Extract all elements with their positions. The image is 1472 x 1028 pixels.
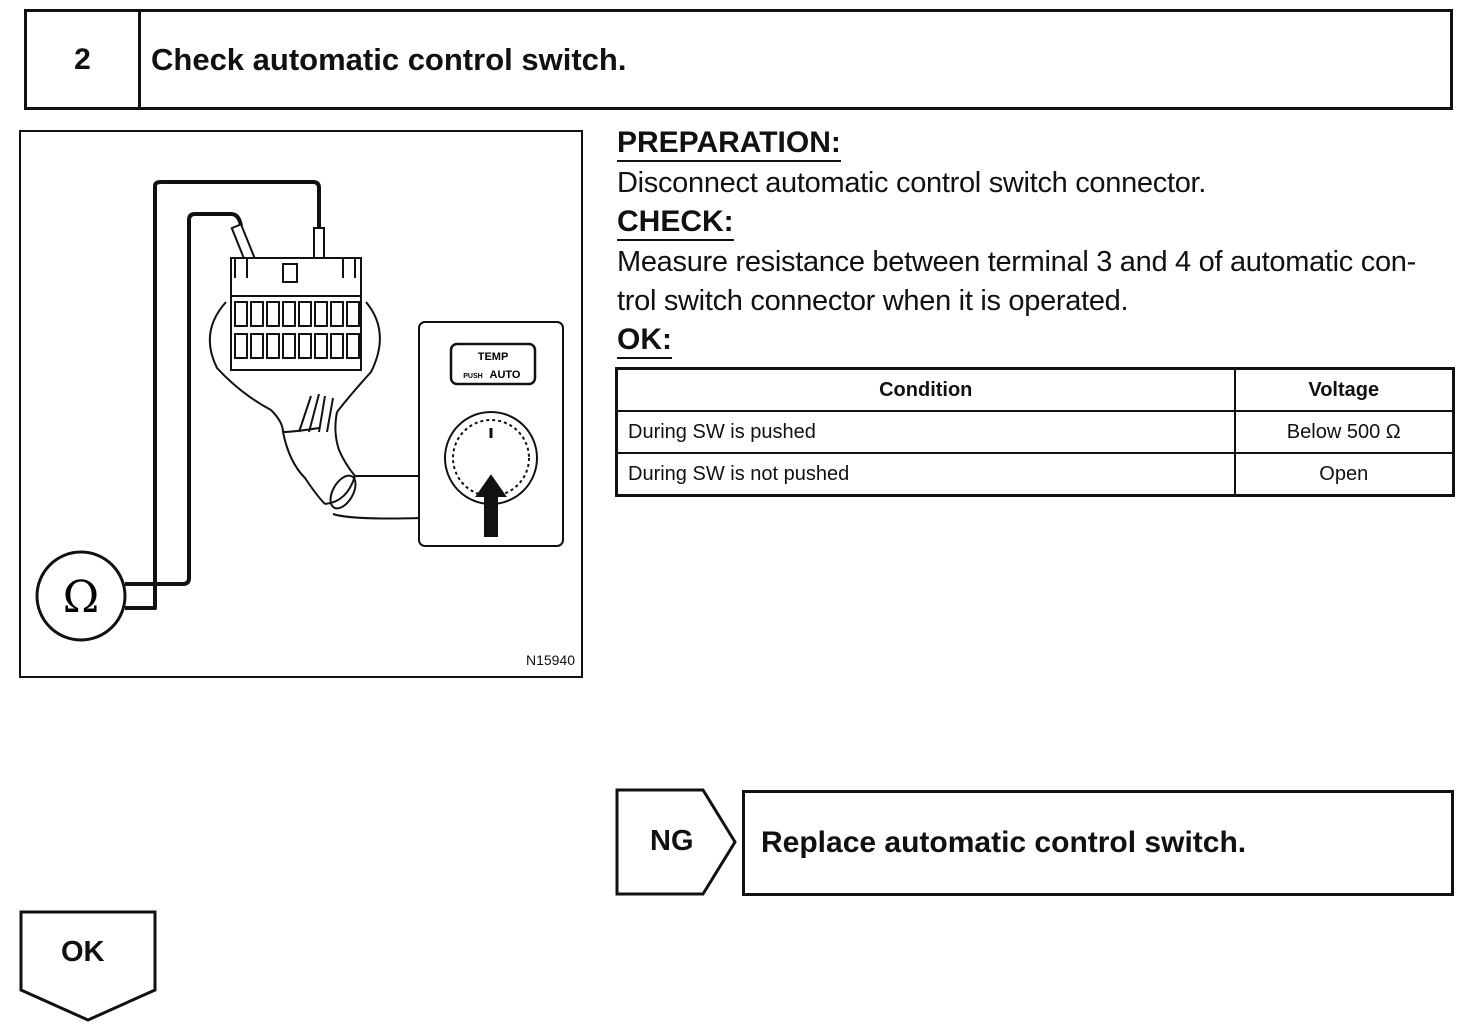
- ohm-symbol: Ω: [63, 572, 99, 623]
- voltage-cell: Open: [1233, 452, 1455, 497]
- ok-arrow-tag: [19, 910, 157, 1022]
- ng-action-box: Replace automatic control switch.: [742, 790, 1454, 896]
- ng-label: NG: [650, 825, 694, 857]
- check-text-line2: trol switch connector when it is operate…: [617, 285, 1129, 317]
- table-row: During SW is pushed Below 500 Ω: [615, 410, 1455, 454]
- ohmmeter-icon: [35, 550, 127, 642]
- step-header: 2 Check automatic control switch.: [24, 9, 1453, 110]
- push-arrow-icon: [475, 474, 507, 537]
- condition-cell: During SW is pushed: [615, 410, 1236, 454]
- switch-label-push: PUSH: [463, 373, 482, 380]
- harness-tube: [282, 427, 356, 505]
- table-header-row: Condition Voltage: [615, 367, 1455, 412]
- check-heading: CHECK:: [617, 205, 734, 241]
- connector-test-illustration: TEMP PUSH AUTO Ω N15940: [19, 130, 583, 678]
- step-number: 2: [27, 12, 141, 107]
- harness-outline: [208, 301, 381, 433]
- check-text-line1: Measure resistance between terminal 3 an…: [617, 246, 1416, 278]
- switch-label-temp: TEMP: [478, 351, 509, 363]
- switch-label-auto: AUTO: [490, 369, 521, 381]
- connector-terminals: [234, 301, 360, 359]
- voltage-cell: Below 500 Ω: [1233, 410, 1455, 454]
- table-row: During SW is not pushed Open: [615, 452, 1455, 497]
- test-lead-outer: [125, 180, 321, 610]
- wiring-diagram: TEMP PUSH AUTO Ω: [35, 180, 564, 642]
- ok-heading: OK:: [617, 323, 672, 359]
- figure-id: N15940: [525, 652, 575, 668]
- ng-action-text: Replace automatic control switch.: [761, 826, 1247, 859]
- instructions: PREPARATION: Disconnect automatic contro…: [617, 126, 1457, 359]
- ok-label: OK: [61, 936, 105, 968]
- step-title: Check automatic control switch.: [151, 42, 627, 77]
- spec-table: Condition Voltage During SW is pushed Be…: [615, 367, 1455, 497]
- switch-connector: [230, 257, 362, 371]
- preparation-text: Disconnect automatic control switch conn…: [617, 167, 1207, 199]
- ng-arrow-tag: [615, 788, 737, 896]
- test-lead-inner: [125, 212, 243, 586]
- condition-cell: During SW is not pushed: [615, 452, 1236, 497]
- column-header-condition: Condition: [615, 367, 1236, 412]
- column-header-voltage: Voltage: [1233, 367, 1455, 412]
- auto-control-switch: [418, 321, 564, 547]
- preparation-heading: PREPARATION:: [617, 126, 841, 162]
